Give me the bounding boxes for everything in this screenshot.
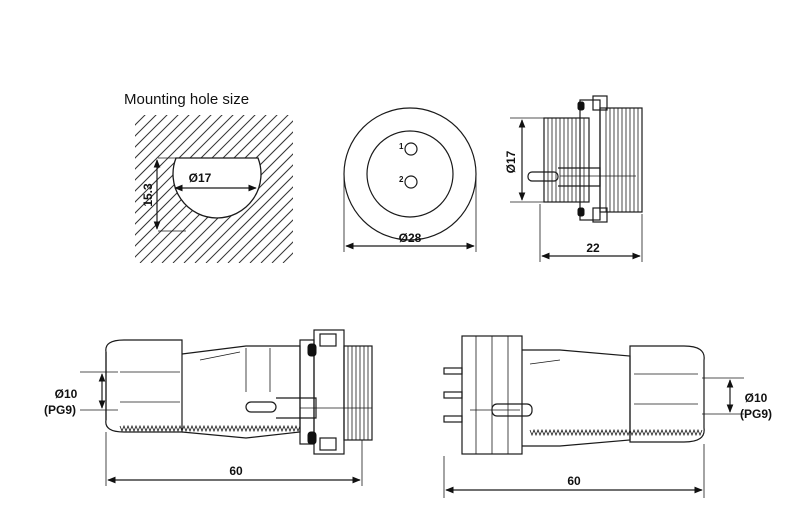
side-view: Ø17 22	[504, 95, 643, 262]
right-length-label: 60	[567, 474, 581, 488]
front-view: 1 2 Ø28	[343, 107, 477, 252]
side-diameter-label: Ø17	[504, 150, 518, 173]
pin-2-label: 2	[399, 175, 404, 184]
plug-left-view: Ø10 (PG9) 60	[44, 329, 373, 486]
left-cable-gland-label: (PG9)	[44, 403, 76, 417]
right-cable-gland-label: (PG9)	[740, 407, 772, 421]
front-diameter-label: Ø28	[399, 231, 422, 245]
mounting-hole-view: Mounting hole size 15.3 Ø17	[124, 91, 293, 263]
side-thread	[547, 118, 585, 202]
side-length-label: 22	[586, 241, 600, 255]
right-cable-diameter-label: Ø10	[745, 391, 768, 405]
pin-1-hole	[404, 142, 418, 156]
pin-2-hole	[404, 175, 418, 189]
plug-right-view: Ø10 (PG9) 60	[443, 335, 772, 498]
front-inner-circle	[366, 130, 454, 218]
hole-height-label: 15.3	[141, 183, 155, 207]
pin-1-label: 1	[399, 142, 404, 151]
front-outer-circle	[343, 107, 477, 241]
mounting-hole-title: Mounting hole size	[124, 91, 249, 108]
hole-diameter-label: Ø17	[189, 171, 212, 185]
left-length-label: 60	[229, 464, 243, 478]
left-cable-diameter-label: Ø10	[55, 387, 78, 401]
